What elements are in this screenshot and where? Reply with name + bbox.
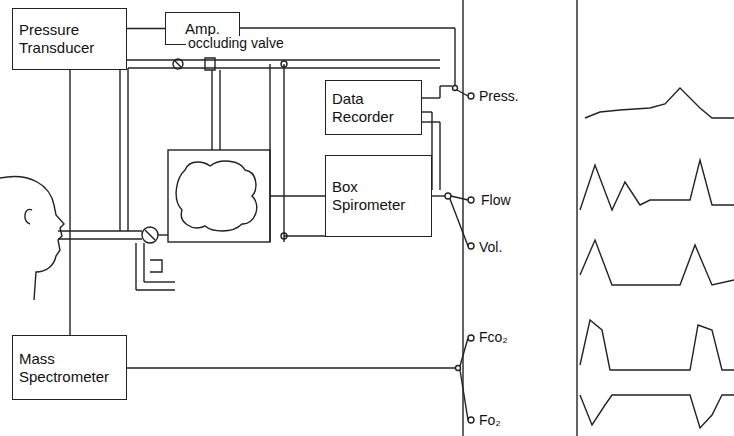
- bag: [176, 161, 257, 231]
- connector-line: [69, 70, 70, 335]
- ear: [25, 209, 32, 224]
- box-label: Data Recorder: [332, 90, 415, 126]
- head-profile: [0, 177, 64, 300]
- spirometer-box: Box Spirometer: [325, 155, 432, 237]
- transducer-box: Pressure Transducer: [12, 8, 127, 70]
- connector-line: [127, 28, 165, 29]
- signal-name: Flow: [479, 193, 513, 208]
- signal-name: Fo₂: [477, 413, 503, 428]
- valve-symbol: [142, 227, 158, 243]
- box-label: Pressure Transducer: [19, 21, 120, 57]
- recorder-box: Data Recorder: [325, 80, 422, 135]
- box-label: Amp.: [185, 20, 220, 38]
- part-label: occluding valve: [186, 36, 286, 51]
- signal-name: Fco₂: [477, 330, 510, 345]
- occluding-valve-symbol: [173, 58, 215, 70]
- spectrometer-box: Mass Spectrometer: [12, 335, 127, 400]
- box-label: Box Spirometer: [332, 178, 425, 214]
- box-label: Mass Spectrometer: [19, 350, 120, 386]
- bag-box: [168, 150, 270, 242]
- signal-name: Press.: [477, 89, 521, 104]
- signal-name: Vol.: [477, 240, 504, 255]
- waveform-traces: [580, 88, 734, 428]
